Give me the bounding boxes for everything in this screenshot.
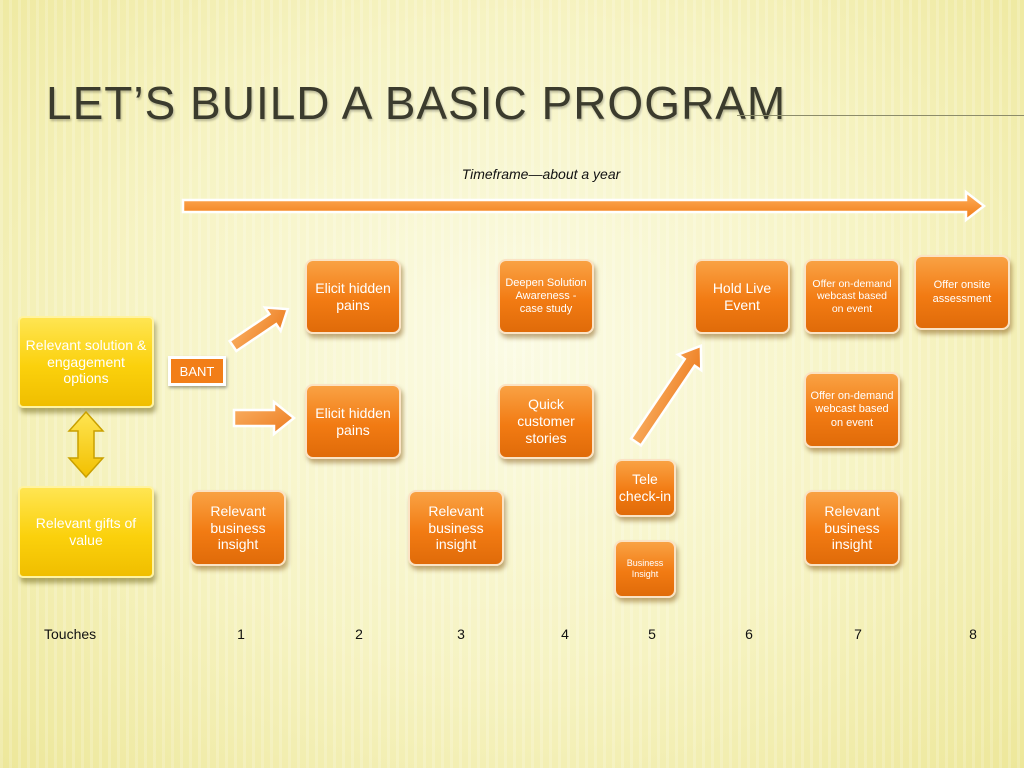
quick-stories-box: Quick customer stories (498, 384, 594, 459)
elicit-box-mid: Elicit hidden pains (305, 384, 401, 459)
touch-number-1: 1 (237, 626, 245, 642)
timeframe-label: Timeframe—about a year (461, 166, 621, 182)
arrow-to-elicit-mid (232, 399, 297, 437)
touch-number-7: 7 (854, 626, 862, 642)
double-arrow-icon (67, 410, 105, 479)
insight-box-touch-7: Relevant business insight (804, 490, 900, 566)
deepen-solution-box: Deepen Solution Awareness - case study (498, 259, 594, 334)
hold-live-event-box: Hold Live Event (694, 259, 790, 334)
title-divider (737, 115, 1024, 116)
touch-number-3: 3 (457, 626, 465, 642)
relevant-solution-box: Relevant solution & engagement options (18, 316, 154, 408)
touch-number-2: 2 (355, 626, 363, 642)
offer-ondemand-top-box: Offer on-demand webcast based on event (804, 259, 900, 334)
timeline-arrow (181, 189, 987, 223)
touch-number-5: 5 (648, 626, 656, 642)
elicit-box-top: Elicit hidden pains (305, 259, 401, 334)
offer-ondemand-mid-box: Offer on-demand webcast based on event (804, 372, 900, 448)
touch-number-8: 8 (969, 626, 977, 642)
arrow-to-elicit-top (227, 306, 290, 353)
slide-title: Let’s Build a Basic Program (46, 77, 787, 129)
offer-onsite-box: Offer onsite assessment (914, 255, 1010, 330)
touch-number-6: 6 (745, 626, 753, 642)
tele-checkin-box: Tele check-in (614, 459, 676, 517)
bant-label: BANT (168, 356, 226, 386)
business-insight-box: Business Insight (614, 540, 676, 598)
insight-box-touch-3: Relevant business insight (408, 490, 504, 566)
touches-label: Touches (44, 626, 97, 642)
relevant-gifts-box: Relevant gifts of value (18, 486, 154, 578)
arrow-to-hold-live (629, 344, 703, 448)
touch-number-4: 4 (561, 626, 569, 642)
insight-box-touch-1: Relevant business insight (190, 490, 286, 566)
